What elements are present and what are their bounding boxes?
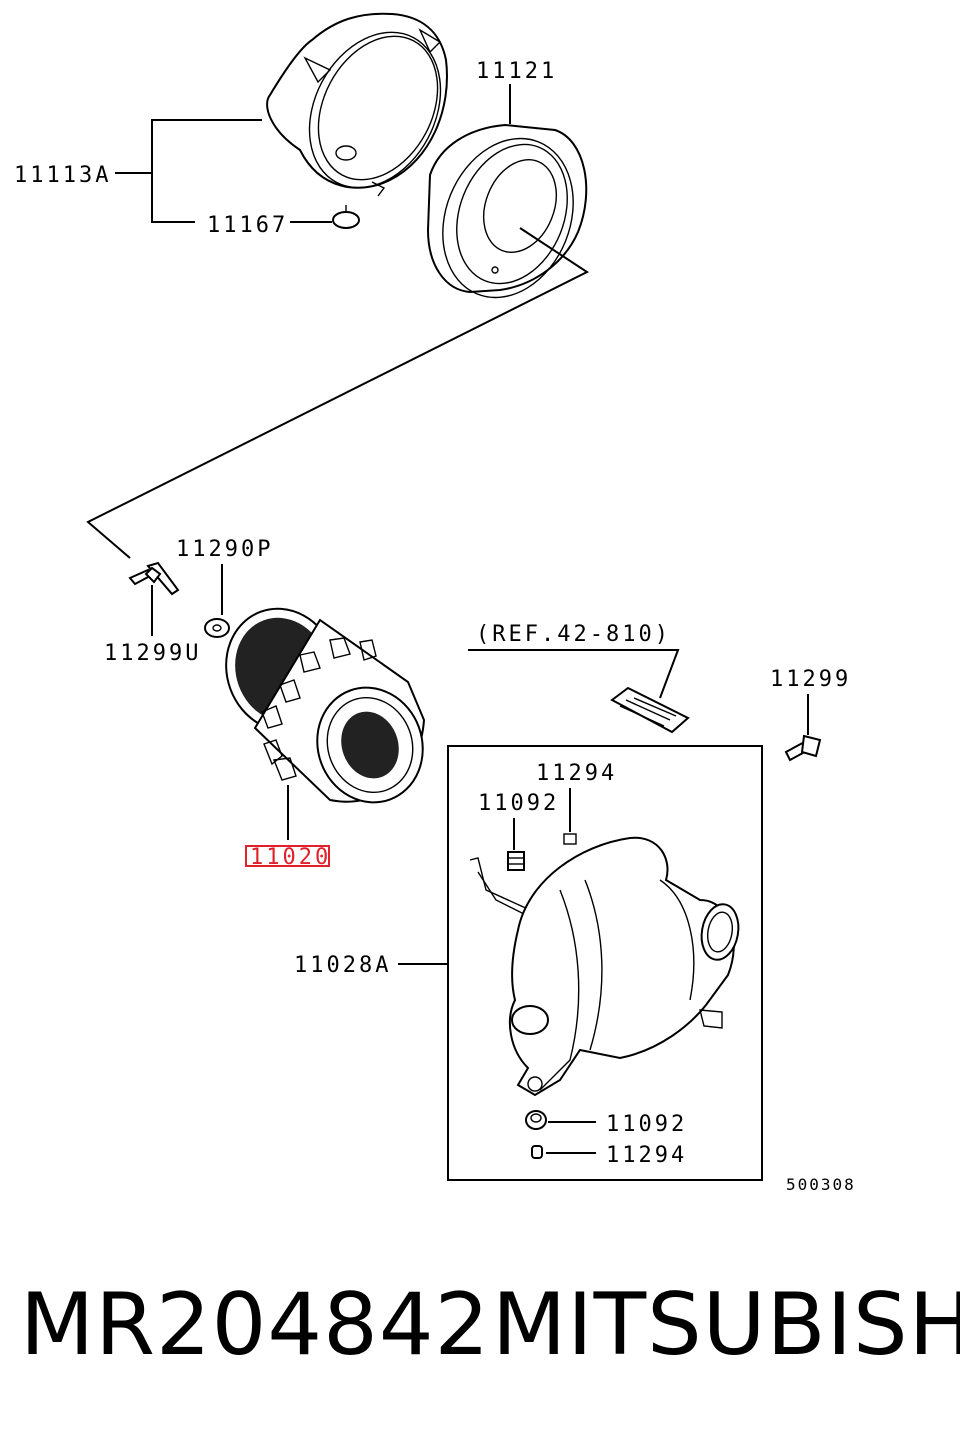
label-11167: 11167: [207, 213, 288, 238]
part-number: MR204842: [20, 1275, 491, 1375]
label-11299: 11299: [770, 667, 851, 692]
label-11092-top: 11092: [478, 791, 559, 816]
air-cleaner-case: [426, 123, 588, 299]
grommet-11294-bottom: [531, 1145, 543, 1159]
label-11020: 11020: [250, 845, 331, 870]
nut-11092-bottom: [525, 1110, 547, 1130]
bolt-11299: [784, 734, 822, 762]
label-11092-bottom: 11092: [606, 1112, 687, 1137]
highlight-box-11020: [245, 845, 330, 867]
label-11121: 11121: [476, 59, 557, 84]
label-11028A: 11028A: [294, 953, 391, 978]
label-11294-top: 11294: [536, 761, 617, 786]
leader-long: [86, 227, 589, 559]
label-11113A: 11113A: [14, 163, 111, 188]
label-11294-bottom: 11294: [606, 1143, 687, 1168]
filter-element-11020: [225, 607, 426, 804]
parts-diagram: 11121 11113A 11167 11299U 11290P 11020: [14, 12, 856, 1194]
air-cleaner-housing-11028A: [469, 836, 740, 1097]
footer: MR204842 MITSUBISHI: [0, 1275, 960, 1415]
washer-11290P: [204, 618, 230, 638]
bolt-11299U: [128, 561, 180, 596]
brand-name: MITSUBISHI: [492, 1275, 960, 1375]
label-ref: (REF.42-810): [476, 622, 671, 647]
label-11299U: 11299U: [104, 641, 201, 666]
drawing-code: 500308: [786, 1175, 856, 1194]
clip-11167: [332, 205, 360, 229]
ref-label-plate: [610, 686, 690, 734]
air-cleaner-cover: [266, 12, 448, 197]
label-11290P: 11290P: [176, 537, 273, 562]
